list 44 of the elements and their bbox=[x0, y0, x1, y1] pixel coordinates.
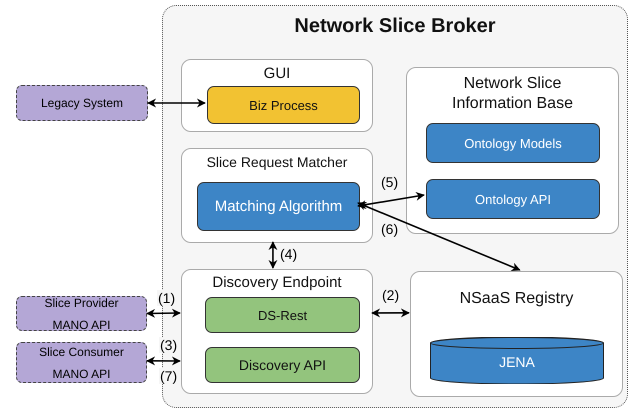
edge-label: (3) bbox=[159, 337, 178, 353]
panel-title: NSaaS Registry bbox=[458, 289, 574, 309]
system-label: Legacy System bbox=[40, 95, 124, 112]
external-system-box bbox=[16, 342, 147, 383]
double-arrow bbox=[268, 241, 278, 269]
panel-title: Slice Request Matcher bbox=[206, 154, 348, 172]
component-panel bbox=[181, 269, 373, 394]
double-arrow bbox=[147, 98, 206, 108]
panel-title: Discovery Endpoint bbox=[211, 274, 343, 293]
double-arrow bbox=[357, 192, 425, 210]
module-box bbox=[205, 347, 360, 383]
double-arrow bbox=[146, 308, 181, 318]
module-box bbox=[207, 86, 360, 124]
system-label: Slice Provider MANO API bbox=[43, 294, 120, 334]
edge-label: (5) bbox=[380, 174, 400, 190]
edge-label: (6) bbox=[380, 221, 400, 237]
component-panel bbox=[181, 148, 373, 243]
module-label: Discovery API bbox=[238, 357, 326, 373]
panel-title: GUI bbox=[262, 65, 292, 84]
external-system-box bbox=[16, 296, 147, 331]
panel-title: Network Slice Broker bbox=[293, 14, 497, 39]
edge-label: (4) bbox=[279, 246, 298, 262]
module-label: DS-Rest bbox=[258, 308, 308, 322]
module-box bbox=[426, 179, 600, 219]
double-arrow bbox=[146, 356, 181, 366]
external-system-box bbox=[16, 85, 148, 121]
module-label: Matching Algorithm bbox=[214, 198, 342, 215]
system-label: Slice Consumer MANO API bbox=[38, 344, 125, 382]
database-label: JENA bbox=[498, 354, 536, 370]
double-arrow bbox=[357, 202, 521, 272]
component-panel bbox=[410, 271, 623, 397]
module-label: Ontology API bbox=[475, 192, 551, 206]
component-panel bbox=[406, 67, 619, 234]
module-box bbox=[426, 123, 600, 163]
module-box bbox=[205, 297, 360, 333]
module-label: Ontology Models bbox=[464, 136, 562, 150]
panel-title: Network Slice Information Base bbox=[451, 74, 574, 114]
module-label: Biz Process bbox=[249, 98, 318, 112]
edge-label: (2) bbox=[381, 287, 400, 303]
module-box bbox=[197, 182, 360, 231]
double-arrow bbox=[371, 308, 410, 318]
edge-label: (1) bbox=[157, 290, 176, 306]
component-panel bbox=[181, 59, 373, 132]
step-number: (7) bbox=[159, 368, 178, 384]
